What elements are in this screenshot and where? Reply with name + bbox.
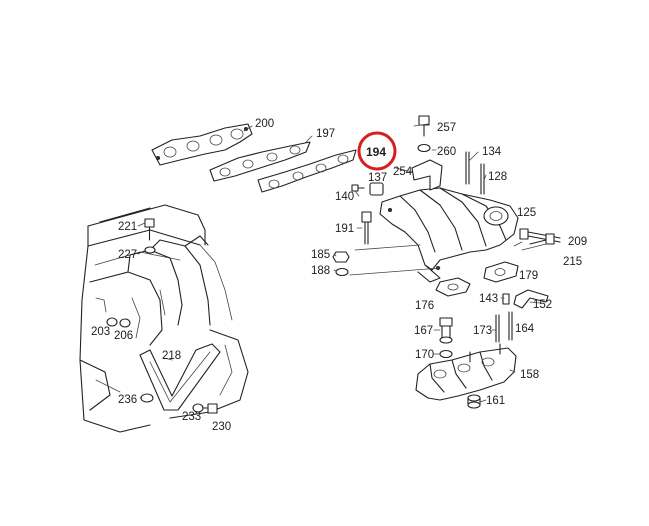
part-label-215[interactable]: 215 <box>563 256 582 268</box>
lower-manifold-158 <box>415 343 517 401</box>
washer-206 <box>119 318 131 328</box>
part-label-143[interactable]: 143 <box>479 293 498 305</box>
exhaust-manifold-200 <box>151 123 253 166</box>
engine-block-drawing <box>79 204 249 433</box>
plug-161 <box>467 394 481 409</box>
part-label-191[interactable]: 191 <box>335 223 354 235</box>
part-label-125[interactable]: 125 <box>517 207 536 219</box>
manifold-flange <box>483 206 509 226</box>
part-label-230[interactable]: 230 <box>212 421 231 433</box>
bolt-191-head <box>361 211 372 223</box>
block-hardware <box>95 218 218 414</box>
washer-188 <box>335 267 349 277</box>
part-label-164[interactable]: 164 <box>515 323 535 335</box>
bolt-230-head <box>207 403 218 414</box>
part-label-257[interactable]: 257 <box>437 122 456 134</box>
part-label-194[interactable]: 194 <box>366 145 386 159</box>
part-label-170[interactable]: 170 <box>415 349 434 361</box>
gasket-179 <box>483 261 519 283</box>
hose-152 <box>513 289 549 309</box>
part-label-197[interactable]: 197 <box>316 128 335 140</box>
part-label-173[interactable]: 173 <box>473 325 492 337</box>
part-label-167[interactable]: 167 <box>414 325 433 337</box>
gasket-194 <box>257 149 357 193</box>
part-label-236[interactable]: 236 <box>118 394 137 406</box>
washer-233 <box>192 403 204 413</box>
highlight-circle-194 <box>357 131 397 171</box>
damper-137 <box>369 182 384 196</box>
part-label-221[interactable]: 221 <box>118 221 137 233</box>
part-label-137[interactable]: 137 <box>368 172 387 184</box>
part-labels: 200 197 194 257 260 134 254 128 137 140 … <box>91 118 587 433</box>
gasket-197 <box>209 141 311 182</box>
bolt-221-head <box>144 218 155 228</box>
part-label-152[interactable]: 152 <box>533 299 552 311</box>
part-label-200[interactable]: 200 <box>255 118 274 130</box>
part-label-260[interactable]: 260 <box>437 146 456 158</box>
part-label-161[interactable]: 161 <box>486 395 505 407</box>
part-label-179[interactable]: 179 <box>519 270 538 282</box>
part-label-233[interactable]: 233 <box>182 411 201 423</box>
bracket-254 <box>411 159 443 191</box>
part-label-203[interactable]: 203 <box>91 326 110 338</box>
bolt-215-head <box>545 233 555 245</box>
intake-hardware <box>332 115 561 359</box>
part-label-185[interactable]: 185 <box>311 249 330 261</box>
part-label-128[interactable]: 128 <box>488 171 507 183</box>
part-label-227[interactable]: 227 <box>118 249 137 261</box>
washer-260 <box>417 143 431 153</box>
part-label-218[interactable]: 218 <box>162 350 181 362</box>
intake-manifold-125 <box>379 187 519 283</box>
bolt-209-head <box>519 228 529 240</box>
part-label-206[interactable]: 206 <box>114 330 133 342</box>
nut-203 <box>106 317 118 327</box>
part-label-188[interactable]: 188 <box>311 265 330 277</box>
fitting-167-top <box>439 317 453 327</box>
part-label-140[interactable]: 140 <box>335 191 354 203</box>
gasket-176 <box>435 277 471 297</box>
part-label-176[interactable]: 176 <box>415 300 434 312</box>
nut-185 <box>332 251 350 263</box>
washer-227 <box>144 246 156 254</box>
pin-143 <box>502 293 510 305</box>
bolt-257-head <box>418 115 430 126</box>
part-label-158[interactable]: 158 <box>520 369 539 381</box>
sleeve-236 <box>140 393 154 403</box>
part-label-134[interactable]: 134 <box>482 146 502 158</box>
part-label-254[interactable]: 254 <box>393 166 413 178</box>
washer-170 <box>439 349 453 359</box>
leader-lines <box>137 123 541 403</box>
part-label-209[interactable]: 209 <box>568 236 587 248</box>
